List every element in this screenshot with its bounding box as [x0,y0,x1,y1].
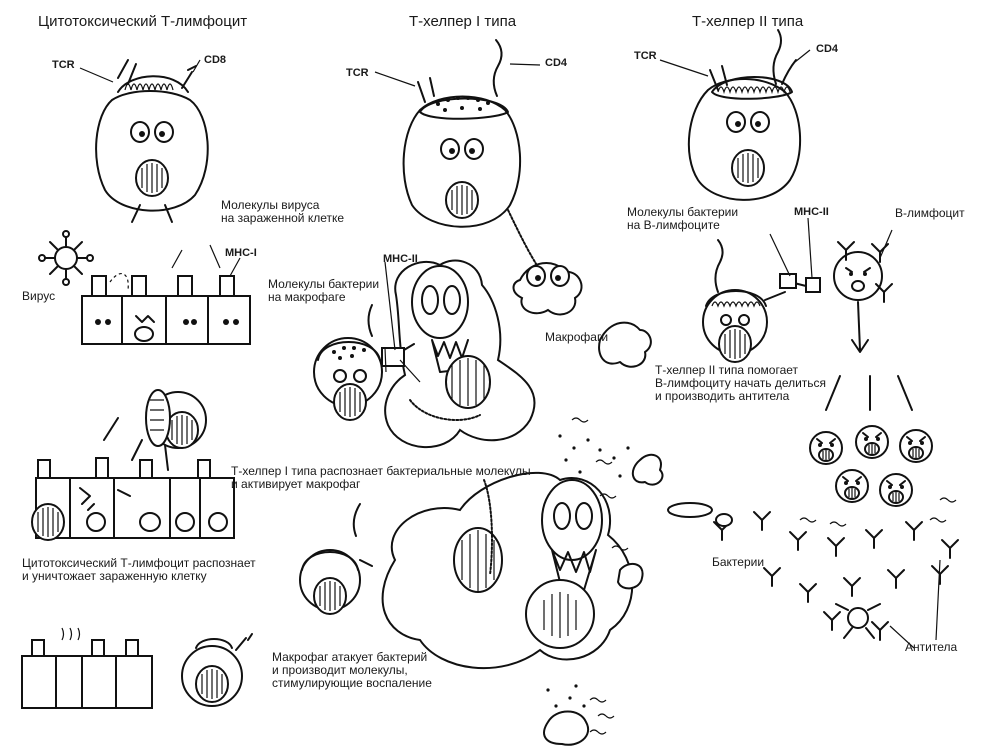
th2-cell-drawing [660,30,958,648]
label-b-lymphocyte: В-лимфоцит [895,207,965,220]
header-th1: Т-хелпер I типа [409,13,516,30]
label-th1-recognizes: Т-хелпер I типа распознает бактериальные… [231,465,531,491]
label-mhc2-macrophage: MHC-II [383,253,418,266]
killed-cell-drawing [22,628,252,708]
label-bacteria: Бактерии [712,556,764,569]
th1-cell-drawing [375,40,540,270]
label-th2-helps: Т-хелпер II типа помогает В-лимфоциту на… [655,364,826,403]
label-cd4-th2: CD4 [816,43,838,56]
label-virus-molecules: Молекулы вируса на зараженной клетке [221,199,344,225]
infected-epithelium-drawing [39,231,250,344]
header-th2: Т-хелпер II типа [692,13,803,30]
label-cd8: CD8 [204,54,226,67]
label-macrophage-attacks: Макрофаг атакует бактерий и производит м… [272,651,432,690]
label-macrophages: Макрофаги [545,331,608,344]
label-bacteria-on-b-cell: Молекулы бактерии на В-лимфоците [627,206,738,232]
macrophage-small-drawing [514,263,582,314]
label-mhc1: MHC-I [225,247,257,260]
label-bacteria-on-macrophage: Молекулы бактерии на макрофаге [268,278,379,304]
cytotoxic-t-cell-drawing [80,60,208,222]
label-tcr-th1: TCR [346,67,369,80]
cytotoxic-attack-drawing [32,390,234,540]
label-mhc2-b-cell: MHC-II [794,206,829,219]
label-cd4-th1: CD4 [545,57,567,70]
header-cytotoxic: Цитотоксический Т-лимфоцит [38,13,247,30]
label-antibodies: Антитела [905,641,957,654]
label-tcr-th2: TCR [634,50,657,63]
label-virus: Вирус [22,290,55,303]
label-tcr-cytotoxic: TCR [52,59,75,72]
label-cytotoxic-recognizes: Цитотоксический Т-лимфоцит распознает и … [22,557,256,583]
